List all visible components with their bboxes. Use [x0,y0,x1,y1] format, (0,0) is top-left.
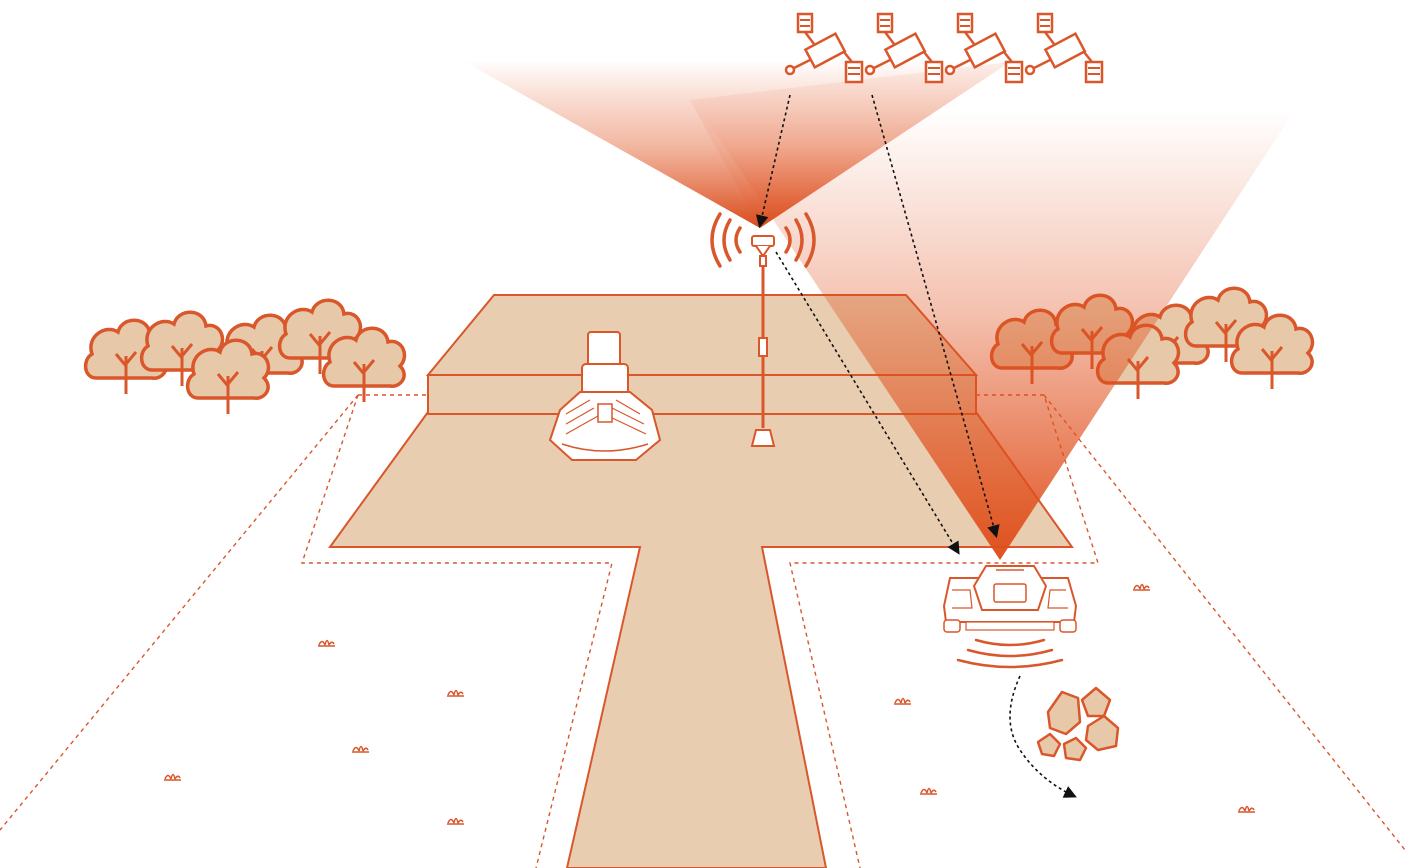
rtk-base-station [710,212,816,447]
grass-tuft-icon [163,773,182,781]
rock-obstacle [1036,686,1120,762]
lawn-boundary-right [789,394,1405,868]
signal-paths [755,94,1000,555]
robot-lawn-mower-icon [942,565,1078,633]
signal-wave-icon [710,212,816,268]
grass-tuft-icon [351,745,370,753]
charging-dock-icon [548,331,662,461]
mower-path-arrow [1009,675,1077,798]
ultrasonic-sensor-wave-icon [956,638,1064,669]
robot-lawn-mower [942,565,1078,669]
grass-tuft-icon [317,639,336,647]
rock-obstacle-icon [1036,686,1120,762]
grass-tuft-icon [446,817,465,825]
rtk-base-station-icon [750,235,776,447]
correction-signal-beam [700,110,1295,560]
lawn-boundary-left [0,394,613,868]
grass-tuft-icon [893,697,912,705]
grass-tuft-icon [919,787,938,795]
grass-tuft-icon [1132,583,1151,591]
grass-tuft-icon [446,689,465,697]
charging-dock [548,331,662,461]
grass-tuft-icon [1237,805,1256,813]
satellite-icon [1024,12,1104,84]
